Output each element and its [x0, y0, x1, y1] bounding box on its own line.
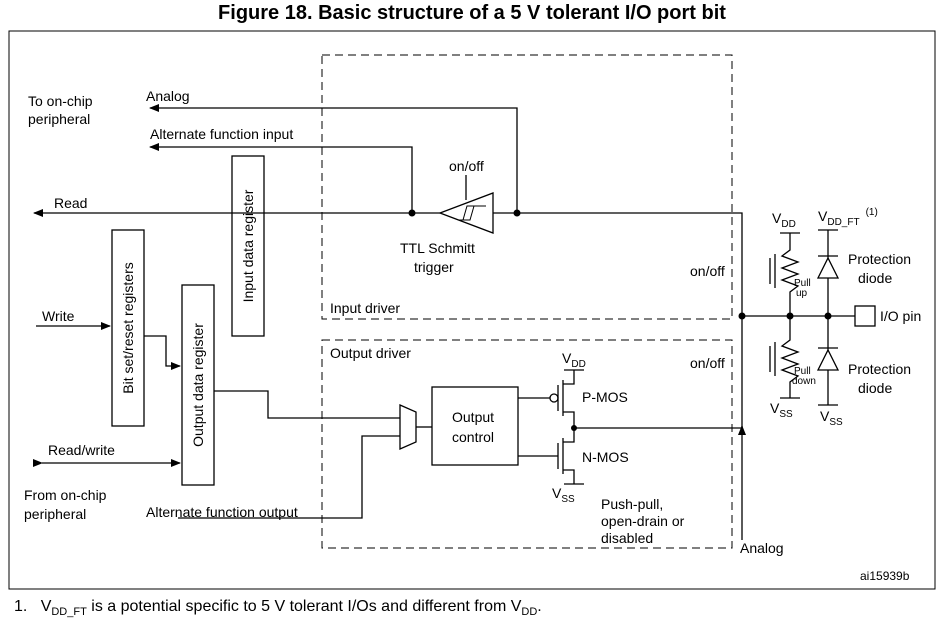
- label-input-data-register: Input data register: [240, 189, 256, 302]
- label-p-mos: P-MOS: [582, 389, 628, 405]
- footnote-end: .: [537, 598, 542, 615]
- label-output-data-register: Output data register: [190, 323, 206, 447]
- input-driver-box: [321, 54, 733, 320]
- label-alt-func-input: Alternate function input: [150, 126, 293, 142]
- hysteresis-icon: [458, 205, 486, 221]
- label-vss-main: VSS: [552, 485, 575, 505]
- label-output-driver: Output driver: [330, 345, 411, 361]
- input-to-pad-wire: [493, 212, 743, 316]
- label-push-pull-1: Push-pull,: [601, 496, 663, 512]
- label-protection-1: Protection: [848, 251, 911, 267]
- label-n-mos: N-MOS: [582, 449, 629, 465]
- input-data-register: [231, 155, 265, 337]
- label-to-onchip: To on-chip: [28, 93, 93, 109]
- label-vss-pull: VSS: [770, 400, 793, 420]
- label-pull-down-2: down: [792, 376, 816, 387]
- pull-down-wire: [780, 316, 800, 398]
- odr-to-mux-wire: [214, 390, 400, 419]
- io-pin-box: [854, 305, 876, 327]
- outer-frame: [8, 30, 936, 590]
- label-to-onchip-peripheral: peripheral: [28, 111, 90, 127]
- label-analog-top: Analog: [146, 88, 190, 104]
- footnote-v1-sub: DD_FT: [51, 606, 87, 619]
- label-ttl-schmitt: TTL Schmitt: [400, 240, 475, 256]
- analog-top-wire: [149, 104, 518, 213]
- pull-up-wire: [780, 233, 800, 316]
- output-driver-box: [321, 339, 733, 549]
- label-protection-2: diode: [858, 270, 892, 286]
- mux: [399, 404, 417, 450]
- label-vdd-ft: VDD_FT(1): [818, 207, 878, 228]
- label-on-off-schmitt: on/off: [449, 158, 484, 174]
- output-control-box: [431, 386, 519, 466]
- nmos-channel: [562, 428, 575, 484]
- bit-set-reset-registers: [111, 229, 145, 427]
- label-io-pin: I/O pin: [880, 308, 921, 324]
- label-protection-4: diode: [858, 380, 892, 396]
- bsr-to-odr-wire: [144, 335, 181, 370]
- alt-func-output-wire: [178, 435, 400, 519]
- label-figure-id: ai15939b: [860, 569, 910, 583]
- label-bit-set-reset-registers: Bit set/reset registers: [120, 262, 136, 394]
- label-from-onchip-peripheral: peripheral: [24, 506, 86, 522]
- label-read: Read: [54, 195, 87, 211]
- label-trigger: trigger: [414, 259, 454, 275]
- footnote-v2-sub: DD: [521, 606, 538, 619]
- footnote-number: 1.: [14, 598, 28, 615]
- protection-diode-down: [816, 348, 840, 371]
- label-vss-diode: VSS: [820, 408, 843, 428]
- label-output-control-2: control: [452, 429, 494, 445]
- label-vdd-main: VDD: [562, 350, 586, 370]
- label-pull-up-2: up: [796, 288, 808, 299]
- junction-dot: [513, 209, 521, 217]
- pull-down-switch: [769, 342, 776, 376]
- pmos-bubble: [549, 393, 559, 403]
- label-read-write: Read/write: [48, 442, 115, 458]
- label-vdd-pull: VDD: [772, 210, 796, 230]
- pull-up-switch: [769, 254, 776, 288]
- label-protection-3: Protection: [848, 361, 911, 377]
- junction-dot: [738, 312, 746, 320]
- label-push-pull-3: disabled: [601, 530, 653, 546]
- footnote-v2: V: [510, 598, 522, 615]
- junction-dot: [408, 209, 416, 217]
- label-pull-down-1: Pull: [794, 366, 811, 377]
- label-on-off-pullup: on/off: [690, 263, 725, 279]
- label-write: Write: [42, 308, 75, 324]
- label-on-off-pulldown: on/off: [690, 355, 725, 371]
- label-from-onchip: From on-chip: [24, 487, 107, 503]
- label-output-control-1: Output: [452, 409, 494, 425]
- footnote-text: is a potential specific to 5 V tolerant …: [86, 598, 511, 615]
- output-data-register: [181, 284, 215, 486]
- footnote-v1: V: [40, 598, 52, 615]
- label-pull-up-1: Pull: [794, 278, 811, 289]
- label-analog-bottom: Analog: [740, 540, 784, 556]
- pmos-channel: [562, 370, 575, 428]
- protection-diode-up: [816, 256, 840, 279]
- alt-func-input-wire: [149, 143, 413, 213]
- label-alt-func-output: Alternate function output: [146, 504, 298, 520]
- label-input-driver: Input driver: [330, 300, 400, 316]
- footnote: 1. VDD_FT is a potential specific to 5 V…: [14, 598, 542, 618]
- label-push-pull-2: open-drain or: [601, 513, 685, 529]
- output-to-pad-wire: [574, 316, 743, 429]
- figure-title: Figure 18. Basic structure of a 5 V tole…: [218, 2, 726, 24]
